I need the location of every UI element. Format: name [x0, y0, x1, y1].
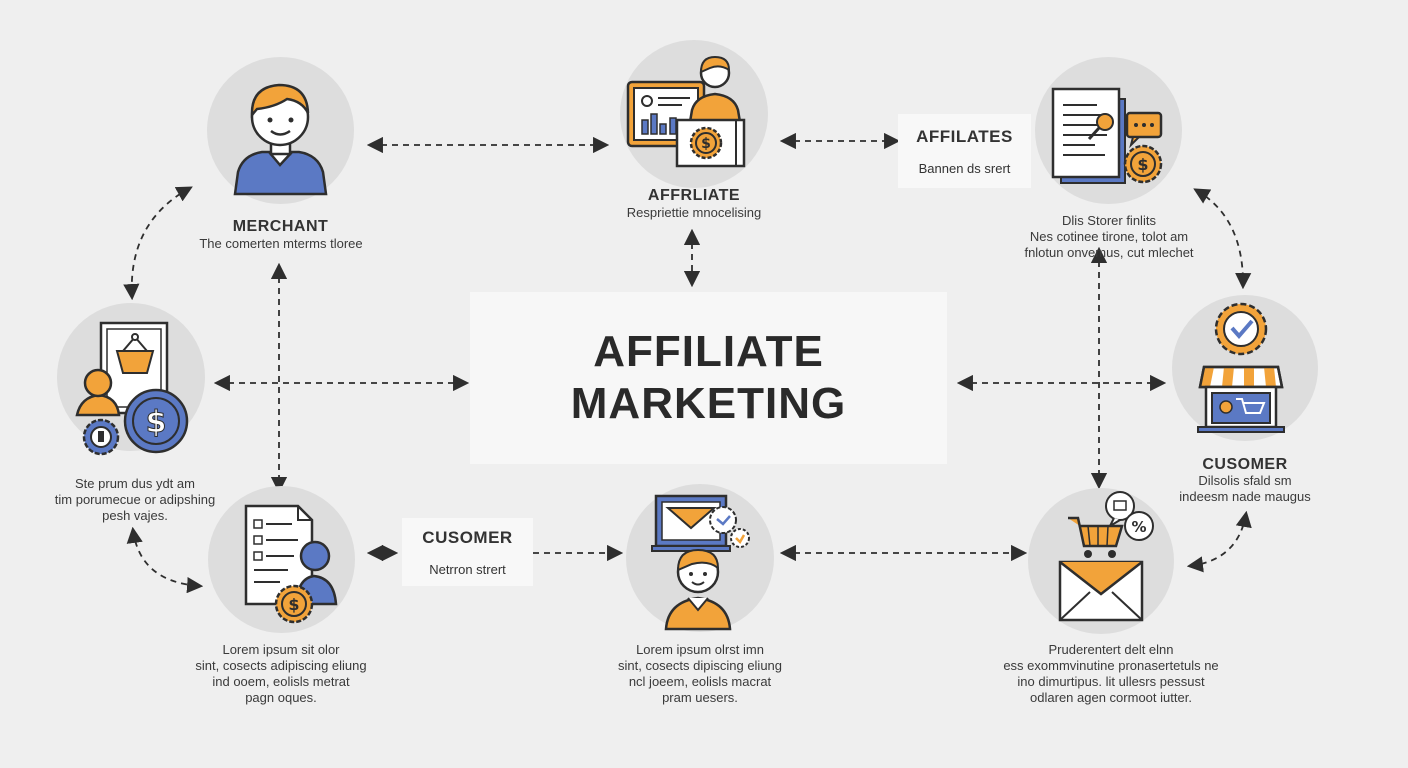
- affiliates-label-sub: Bannen ds srert: [918, 160, 1011, 176]
- bottom-left-desc-line: pagn oques.: [245, 690, 317, 705]
- storefront-icon: [1197, 302, 1285, 433]
- svg-text:%: %: [1131, 518, 1146, 536]
- left-mid-desc-line: pesh vajes.: [102, 508, 168, 523]
- bottom-right-desc-line: ino dimurtipus. lit ullesrs pessust: [1017, 674, 1205, 689]
- documents-node: $: [1035, 57, 1182, 204]
- affiliate-title: AFFRLIATE: [647, 187, 741, 204]
- affiliate-dashboard-icon: $: [626, 55, 746, 168]
- shop-desc-line: indeesm nade maugus: [1179, 489, 1311, 504]
- center-title-line1: AFFILIATE: [593, 327, 824, 376]
- center-title-line2: MARKETING: [570, 379, 847, 428]
- bottom-right-desc-line: Pruderentert delt elnn: [1048, 642, 1174, 657]
- shop-title: CUSOMER: [1202, 456, 1288, 473]
- merchant-person-icon: [233, 83, 328, 196]
- bottom-left-node: $: [208, 486, 355, 633]
- document-search-icon: $: [1051, 87, 1163, 184]
- arrow-merchant-leftmid: [123, 186, 193, 301]
- bottom-mid-desc-line: ncl joeem, eolisls macrat: [628, 674, 772, 689]
- customer-label-title: CUSOMER: [422, 527, 513, 547]
- bottom-left-desc-line: sint, cosects adipiscing eliung: [195, 658, 367, 673]
- svg-text:$: $: [701, 136, 711, 152]
- bottom-right-desc-line: ess exommvinutine pronasertetuls ne: [1003, 658, 1219, 673]
- bottom-right-desc-line: odlaren agen cormoot iutter.: [1030, 690, 1192, 705]
- merchant-desc: The comerten mterms tloree: [170, 236, 392, 252]
- merchant-title: MERCHANT: [232, 218, 329, 235]
- bottom-left-desc-line: Lorem ipsum sit olor: [222, 642, 340, 657]
- bottom-mid-desc-line: Lorem ipsum olrst imn: [636, 642, 764, 657]
- arrow-leftmid-bottomleft: [126, 526, 204, 594]
- document-person-icon: $: [244, 504, 338, 624]
- customer-label-sub: Netrron strert: [429, 561, 506, 577]
- bottom-right-desc: Pruderentert delt elnn ess exommvinutine…: [966, 642, 1256, 706]
- bottom-left-desc-line: ind ooem, eolisls metrat: [212, 674, 350, 689]
- affiliate-desc: Respriettie mnocelising: [590, 205, 798, 221]
- bottom-right-node: %: [1028, 488, 1174, 634]
- bottom-mid-desc: Lorem ipsum olrst imn sint, cosects dipi…: [590, 642, 810, 706]
- affiliates-label-title: AFFILATES: [916, 126, 1013, 146]
- left-mid-desc-line: tim porumecue or adipshing: [54, 492, 216, 507]
- center-title-box: AFFILIATE MARKETING: [470, 292, 947, 464]
- bottom-mid-desc-line: pram uesers.: [662, 690, 738, 705]
- documents-desc-line: Nes cotinee tirone, tolot am: [1029, 229, 1189, 244]
- email-person-icon: [651, 494, 750, 631]
- merchant-node: [207, 57, 354, 204]
- customer-label-box: CUSOMER Netrron strert: [402, 518, 533, 586]
- bottom-left-desc: Lorem ipsum sit olor sint, cosects adipi…: [170, 642, 392, 706]
- svg-text:$: $: [1137, 155, 1148, 174]
- arrow-shop-bottomright: [1186, 510, 1252, 573]
- shop-node: [1172, 295, 1318, 441]
- bottom-mid-desc-line: sint, cosects dipiscing eliung: [617, 658, 783, 673]
- product-payment-icon: $: [75, 321, 189, 456]
- svg-text:$: $: [146, 405, 167, 440]
- affiliate-desc-line: Respriettie mnocelising: [626, 205, 762, 220]
- affiliate-node: $: [620, 40, 768, 188]
- svg-text:$: $: [288, 595, 299, 614]
- documents-desc-line: fnlotun onvemus, cut mlechet: [1024, 245, 1194, 260]
- left-mid-desc: Ste prum dus ydt am tim porumecue or adi…: [30, 476, 240, 524]
- cart-email-icon: %: [1058, 491, 1154, 622]
- bottom-mid-node: [626, 484, 774, 632]
- shop-desc: Dilsolis sfald sm indeesm nade maugus: [1145, 473, 1345, 505]
- merchant-desc-line: The comerten mterms tloree: [199, 236, 363, 251]
- documents-desc: Dlis Storer finlits Nes cotinee tirone, …: [1000, 213, 1218, 261]
- documents-desc-line: Dlis Storer finlits: [1062, 213, 1156, 228]
- left-mid-desc-line: Ste prum dus ydt am: [75, 476, 195, 491]
- left-mid-node: $: [57, 303, 205, 456]
- arrow-store-shop: [1193, 188, 1252, 290]
- shop-desc-line: Dilsolis sfald sm: [1198, 473, 1292, 488]
- affiliates-label-box: AFFILATES Bannen ds srert: [898, 114, 1031, 188]
